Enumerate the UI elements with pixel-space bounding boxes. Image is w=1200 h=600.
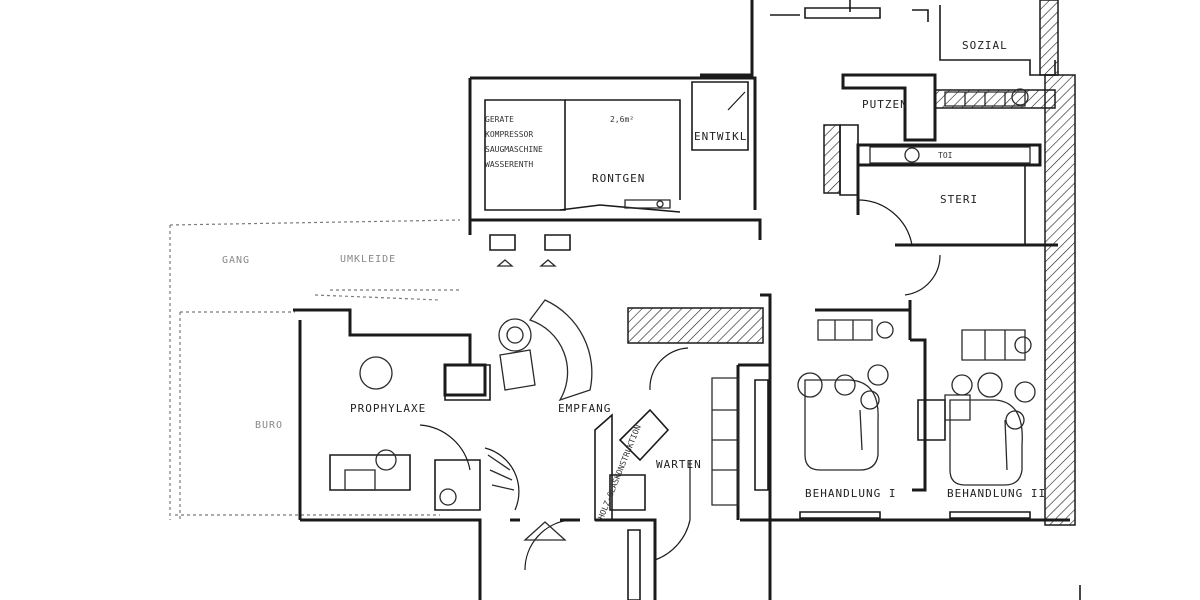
label-warten: WARTEN [656,458,702,471]
label-entwikl: ENTWIKL [694,130,747,143]
label-empfang: EMPFANG [558,402,611,415]
label-umkleide: UMKLEIDE [340,254,396,265]
sterilization-room [856,143,1058,296]
left-wing [169,219,593,600]
label-buro: BURO [255,420,283,431]
label-sozial: SOZIAL [962,39,1008,52]
label-prophylaxe: PROPHYLAXE [350,402,426,415]
waiting-area [510,293,1081,600]
label-geraete-4: WASSERENTH [485,160,533,169]
label-behandlung-1: BEHANDLUNG I [805,487,896,500]
equipment-xray-block [468,76,762,267]
label-gang: GANG [222,255,250,266]
treatment-room-2 [908,300,1036,492]
label-area-note: 2,6m² [610,115,634,124]
label-steri: STERI [940,193,978,206]
label-putzen: PUTZEN [862,98,908,111]
label-behandlung-2: BEHANDLUNG II [947,487,1046,500]
label-toi: TOI [938,151,953,160]
treatment-room-1 [797,308,912,471]
label-geraete-1: GERATE [485,115,514,124]
label-roentgen: RONTGEN [592,172,645,185]
top-wing [700,0,1076,526]
label-geraete-2: KOMPRESSOR [485,130,533,139]
label-partition-note: HOLZ-GLASKONSTRUKTION [597,423,643,520]
room-labels: SOZIAL PUTZEN GERATE KOMPRESSOR SAUGMASC… [222,39,1046,521]
label-geraete-3: SAUGMASCHINE [485,145,543,154]
